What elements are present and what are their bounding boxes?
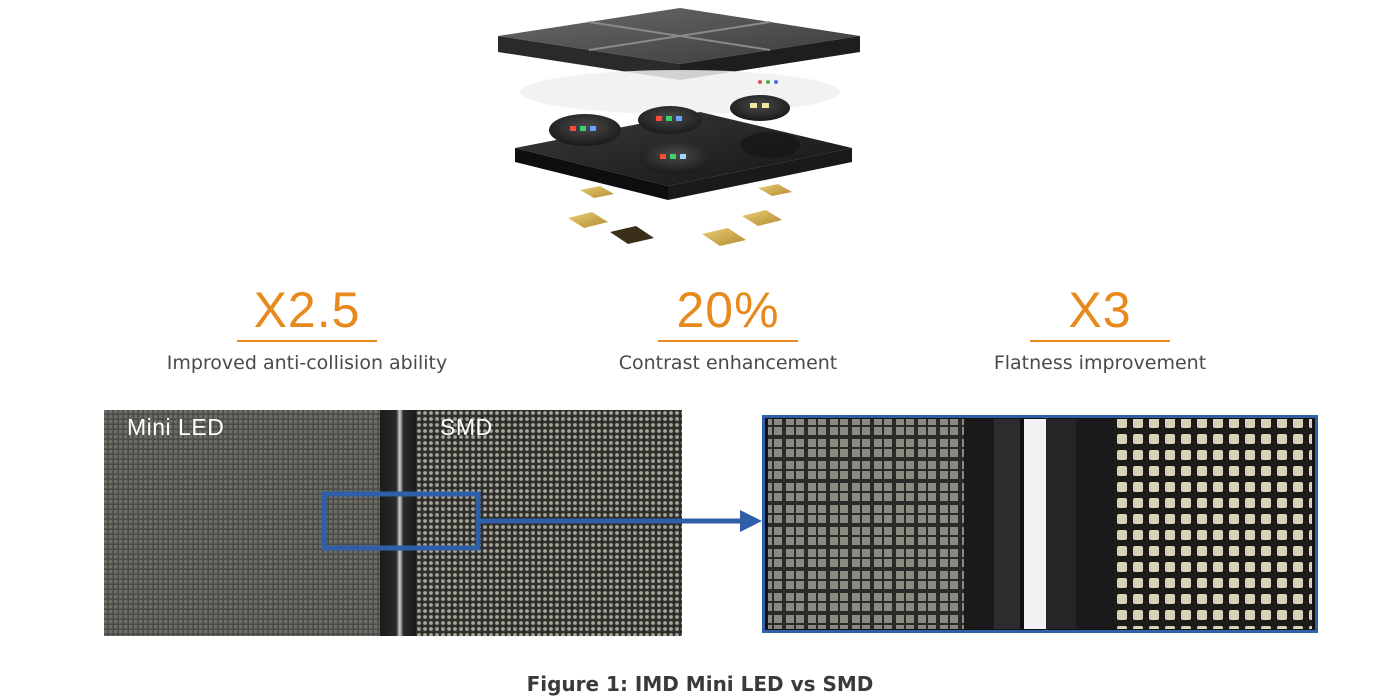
stat-value: 20% (676, 282, 780, 338)
stat-underline (237, 340, 377, 342)
stat-label: Flatness improvement (993, 352, 1207, 374)
tiny-rgb-marks (758, 80, 778, 84)
figure-caption: Figure 1: IMD Mini LED vs SMD (526, 672, 874, 696)
stat-value: X3 (1068, 282, 1132, 338)
gold-pads (568, 184, 792, 246)
stat-label: Contrast enhancement (618, 352, 838, 374)
stat-contrast: 20% Contrast enhancement (558, 282, 898, 374)
stat-underline (658, 340, 798, 342)
mini-led-label: Mini LED (127, 414, 225, 440)
stat-value: X2.5 (253, 282, 361, 338)
stat-label: Improved anti-collision ability (166, 352, 448, 374)
stat-underline (1030, 340, 1170, 342)
stat-flatness: X3 Flatness improvement (930, 282, 1270, 374)
cover-plate (498, 8, 860, 80)
smd-label: SMD (440, 414, 493, 440)
imd-module-exploded-illustration (498, 8, 860, 246)
led-domes (549, 95, 800, 174)
arrow-head-icon (740, 510, 762, 532)
mini-led-vs-smd-photo (104, 410, 682, 636)
stat-anti-collision: X2.5 Improved anti-collision ability (137, 282, 477, 374)
zoomed-pixel-detail (762, 415, 1318, 633)
